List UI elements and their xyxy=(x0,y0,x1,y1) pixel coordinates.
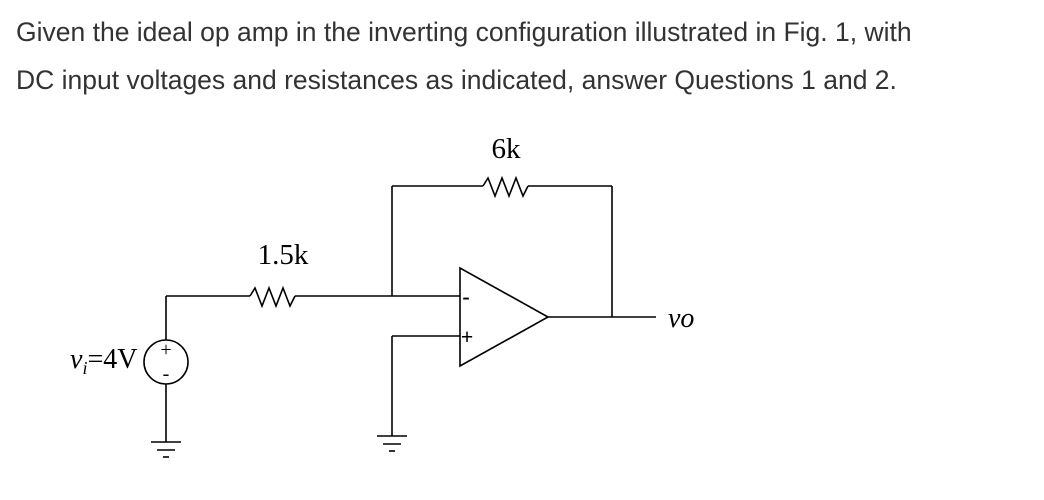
source-minus-label: - xyxy=(163,363,170,385)
source-plus-label: + xyxy=(160,339,171,361)
source-value: =4V xyxy=(87,344,137,375)
input-resistor-label: 1.5k xyxy=(258,239,309,271)
opamp-triangle xyxy=(459,266,550,368)
opamp-minus-label: - xyxy=(462,284,469,309)
feedback-resistor xyxy=(482,175,529,199)
problem-statement: Given the ideal op amp in the inverting … xyxy=(16,8,1036,104)
source-subscript: i xyxy=(82,358,87,378)
feedback-resistor-label: 6k xyxy=(492,133,522,165)
problem-line-1: Given the ideal op amp in the inverting … xyxy=(16,17,912,47)
source-symbol: v xyxy=(70,344,83,375)
problem-line-2: DC input voltages and resistances as ind… xyxy=(16,65,897,95)
input-resistor xyxy=(249,285,296,309)
output-label: vo xyxy=(668,303,694,334)
opamp-plus-label: + xyxy=(461,324,474,349)
source-value-label: vi=4V xyxy=(70,344,137,378)
